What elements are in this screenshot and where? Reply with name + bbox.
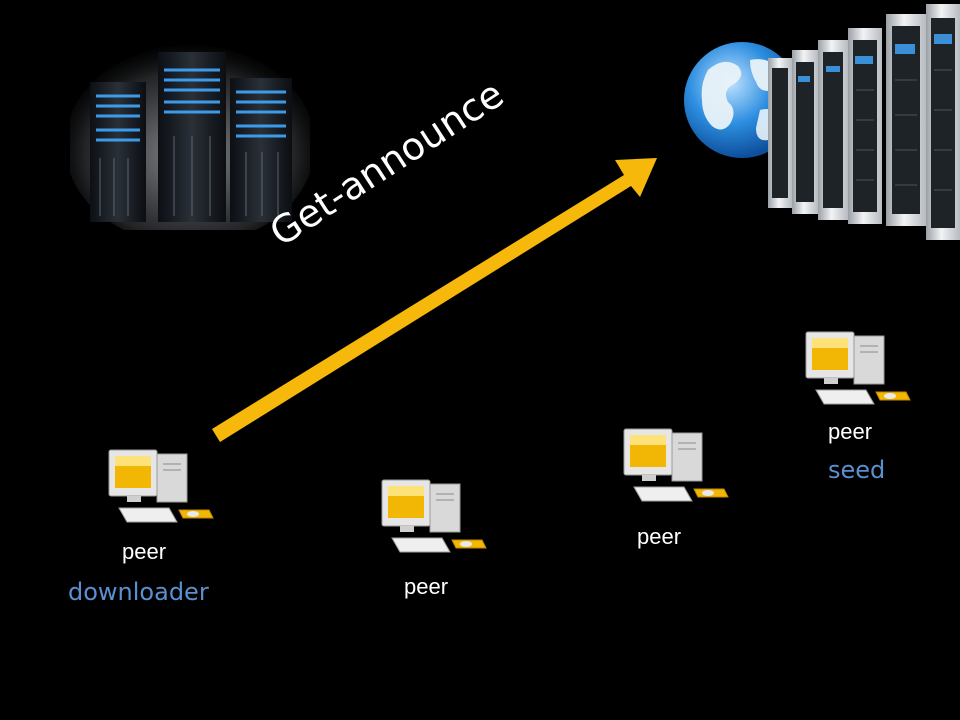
peer-label-3: peer [637,524,682,549]
peer-label-4: peer [828,419,873,444]
downloader-label: downloader [68,578,209,606]
desktop-computer-icon [381,479,487,553]
desktop-computer-icon [108,449,214,523]
tracker-server-icon [684,4,960,240]
desktop-computer-icon [623,428,729,502]
peer-label-1: peer [122,539,167,564]
desktop-computer-icon [805,331,911,405]
seed-label: seed [828,456,886,484]
server-cluster-icon [70,45,310,230]
peer-label-2: peer [404,574,449,599]
